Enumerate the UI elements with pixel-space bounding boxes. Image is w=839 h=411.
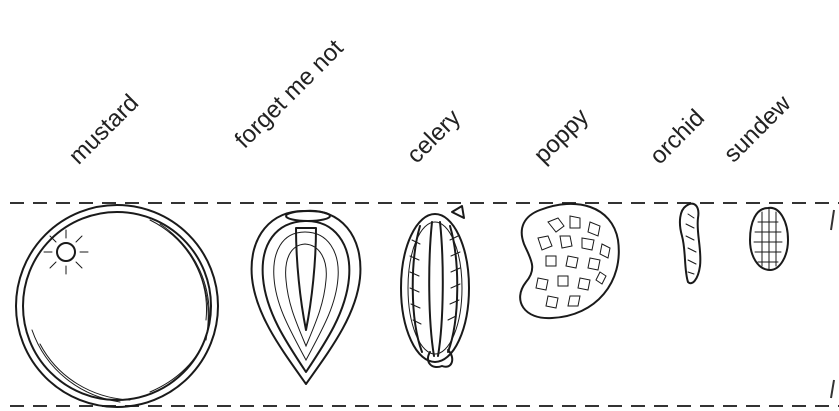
edge-mark-bottom — [831, 380, 834, 398]
forget-me-not-seed — [252, 211, 361, 384]
orchid-seed — [680, 204, 700, 284]
edge-mark-top — [831, 210, 834, 230]
sundew-seed — [750, 208, 788, 270]
celery-seed — [401, 206, 469, 367]
mustard-seed — [16, 205, 218, 407]
poppy-seed — [520, 204, 619, 318]
